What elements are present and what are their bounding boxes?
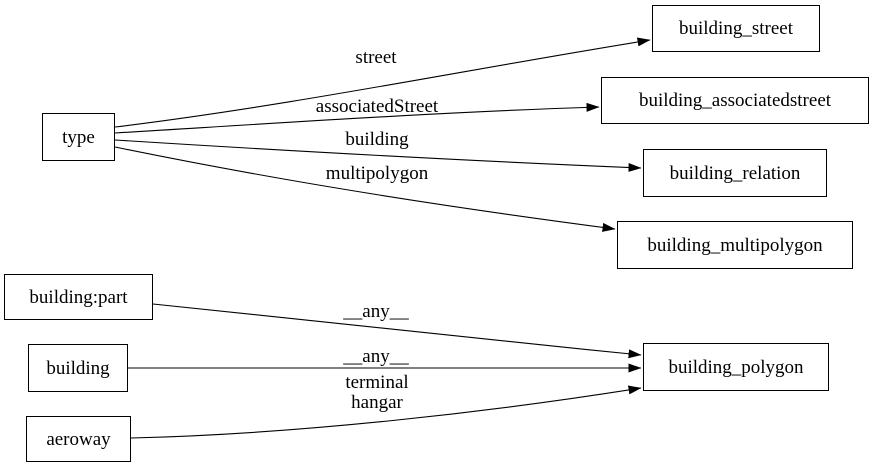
node-type: type [42, 113, 115, 161]
node-building-part-label: building:part [29, 286, 128, 308]
node-building-street-label: building_street [679, 18, 793, 39]
edge-label-street: street [355, 47, 397, 68]
edge-label-any-building: __any__ [343, 346, 409, 367]
node-building-associatedstreet: building_associatedstreet [601, 77, 869, 124]
node-building-polygon: building_polygon [643, 343, 829, 391]
node-building-relation-label: building_relation [669, 162, 801, 184]
node-building-label: building [46, 357, 110, 379]
node-building-relation: building_relation [643, 149, 827, 197]
edge-type-to-building-multipolygon [114, 146, 616, 232]
edge-label-associatedstreet: associatedStreet [315, 96, 439, 117]
node-building-polygon-label: building_polygon [668, 356, 804, 378]
edge-building-part-to-building-polygon [152, 303, 642, 359]
node-building-multipolygon-label: building_multipolygon [647, 234, 823, 256]
node-building-part: building:part [4, 274, 153, 320]
edge-label-building: building [345, 129, 409, 150]
node-building-multipolygon: building_multipolygon [617, 221, 853, 269]
node-aeroway-label: aeroway [46, 428, 111, 450]
edge-label-multipolygon: multipolygon [325, 163, 429, 184]
edge-type-to-building-street [114, 37, 651, 128]
node-type-label: type [62, 126, 95, 148]
edge-label-any-building-part: __any__ [343, 301, 409, 322]
node-building-associatedstreet-label: building_associatedstreet [638, 90, 832, 111]
node-building-street: building_street [652, 5, 820, 52]
node-building: building [28, 344, 128, 392]
edge-label-terminal-hangar: terminal hangar [345, 372, 409, 413]
edge-type-to-building-relation [114, 139, 642, 172]
edge-type-to-building-associatedstreet [114, 102, 600, 134]
edge-aeroway-to-building-polygon [130, 385, 642, 439]
node-aeroway: aeroway [26, 416, 131, 462]
